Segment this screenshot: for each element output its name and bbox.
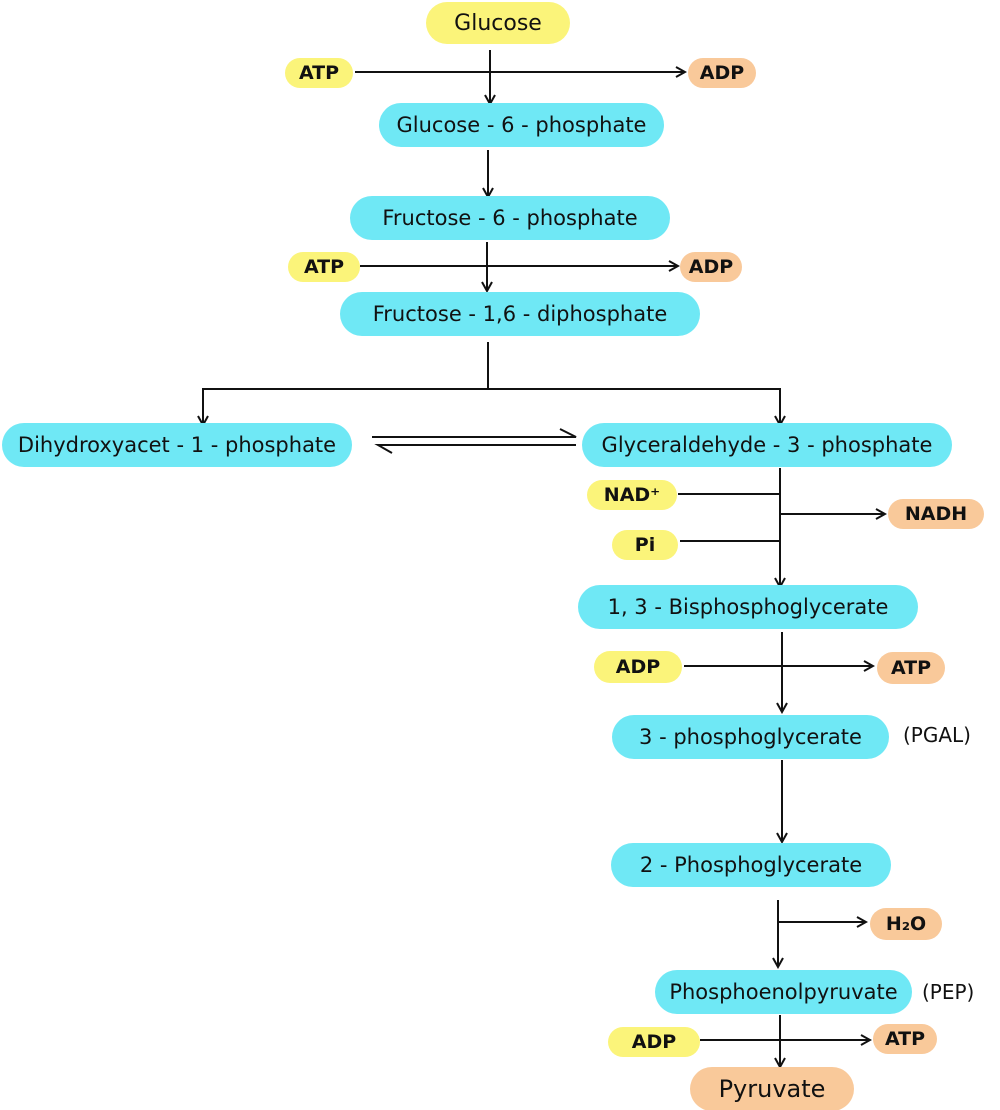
node-glucose-6-phosphate: Glucose - 6 - phosphate — [379, 103, 664, 147]
equilibrium-forward — [372, 428, 577, 438]
node-3-phosphoglycerate: 3 - phosphoglycerate — [612, 715, 889, 759]
cofactor-adp-in-2: ADP — [608, 1027, 700, 1057]
cofactor-adp-out-1: ADP — [688, 58, 756, 88]
node-fructose-1-6-diphosphate: Fructose - 1,6 - diphosphate — [340, 292, 700, 336]
cofactor-pi-in: Pi — [612, 530, 678, 560]
cofactor-nad-in: NAD⁺ — [587, 480, 677, 510]
cofactor-atp-out-1: ATP — [877, 652, 945, 684]
node-1-3-bisphosphoglycerate: 1, 3 - Bisphosphoglycerate — [578, 585, 918, 629]
cofactor-atp-in-1: ATP — [285, 58, 353, 88]
note-pep: (PEP) — [922, 980, 975, 1004]
node-phosphoenolpyruvate: Phosphoenolpyruvate — [655, 970, 912, 1014]
cofactor-adp-in-1: ADP — [594, 651, 682, 683]
note-pgal: (PGAL) — [903, 723, 971, 747]
cofactor-adp-out-2: ADP — [680, 252, 742, 282]
split-branch-left — [203, 388, 488, 425]
equilibrium-backward — [374, 444, 576, 454]
node-dihydroxyacetone-phosphate: Dihydroxyacet - 1 - phosphate — [2, 423, 352, 467]
node-fructose-6-phosphate: Fructose - 6 - phosphate — [350, 196, 670, 240]
cofactor-h2o-out: H₂O — [870, 908, 942, 940]
cofactor-atp-in-2: ATP — [288, 252, 360, 282]
node-glyceraldehyde-3-phosphate: Glyceraldehyde - 3 - phosphate — [582, 423, 952, 467]
split-branch-right — [488, 388, 780, 425]
cofactor-atp-out-2: ATP — [873, 1024, 937, 1054]
node-2-phosphoglycerate: 2 - Phosphoglycerate — [611, 843, 891, 887]
node-glucose: Glucose — [426, 2, 570, 44]
node-pyruvate: Pyruvate — [690, 1067, 854, 1110]
cofactor-nadh-out: NADH — [888, 499, 984, 529]
